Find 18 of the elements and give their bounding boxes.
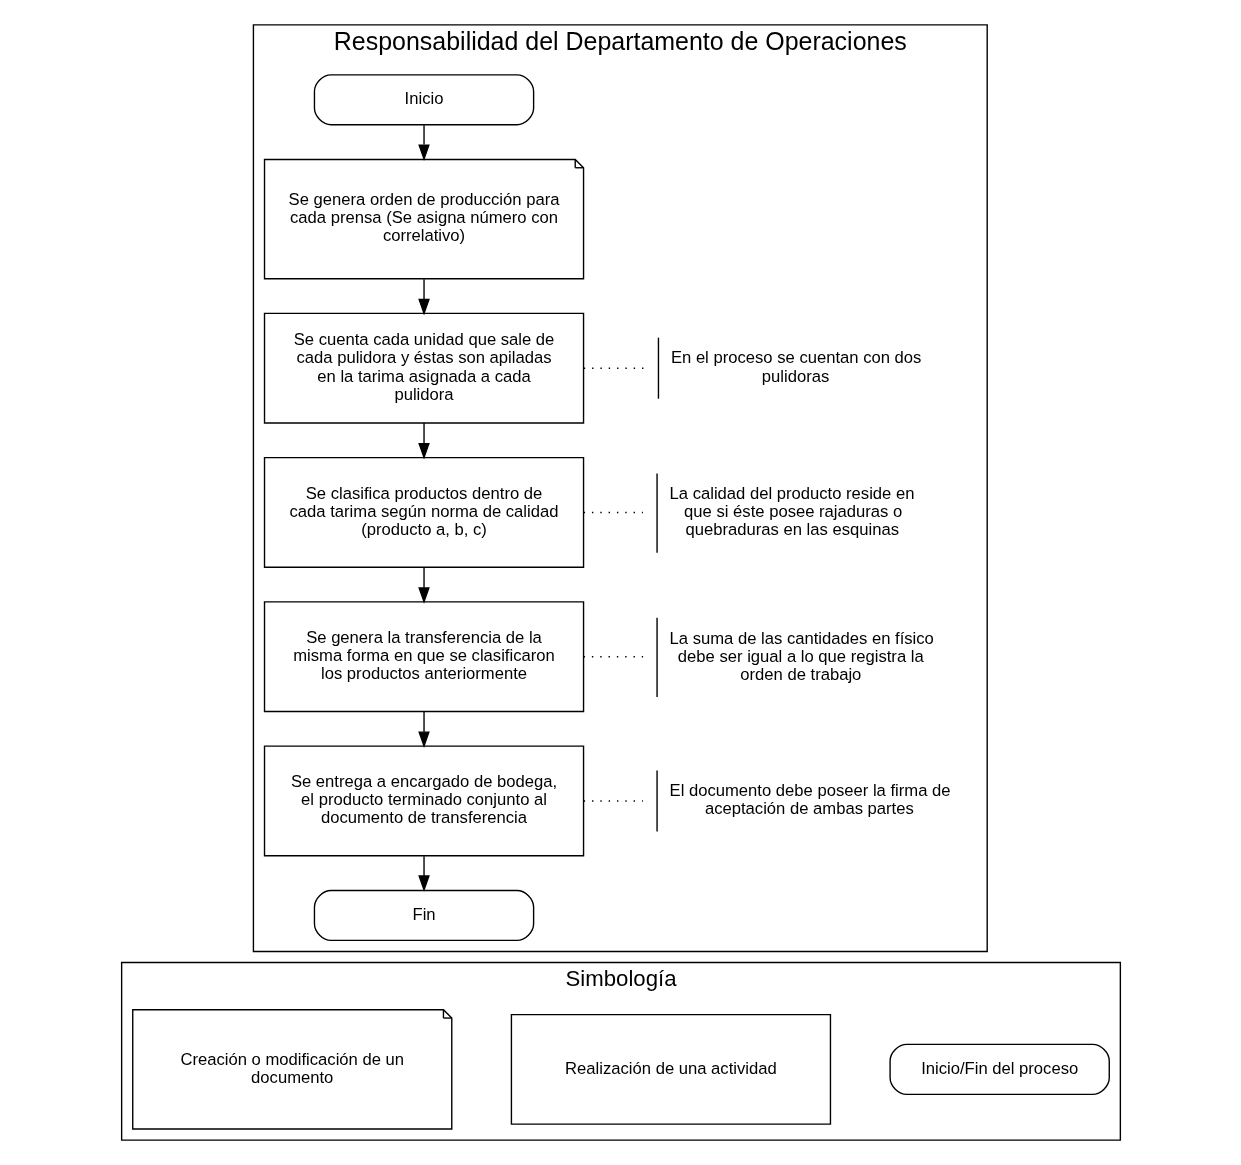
node-box: Realización de una actividad: [510, 1013, 831, 1125]
node-box: Inicio: [313, 74, 534, 126]
arrow: [417, 278, 430, 316]
node-box: Inicio/Fin del proceso: [888, 1043, 1110, 1096]
node-box: Se genera la transferencia de la misma forma en que se clasificaron los productos anteriormente: [263, 601, 584, 713]
node-text: La suma de las cantidades en físico debe ser igual a lo que registra la orden de trabajo: [669, 628, 934, 684]
arrow: [417, 422, 430, 460]
node-box: Se entrega a encargado de bodega, el producto terminado conjunto al documento de transferencia: [263, 745, 584, 857]
node-text: En el proceso se cuentan con dos pulidoras: [670, 348, 921, 386]
node-box: Fin: [313, 889, 534, 942]
node-box: Se cuenta cada unidad que sale de cada pulidora y éstas son apiladas en la tarima asignada a cada pulidora: [263, 312, 584, 424]
node-box: Se clasifica productos dentro de cada tarima según norma de calidad (producto a, b, c): [263, 456, 584, 568]
arrow: [417, 124, 430, 162]
arrow: [417, 566, 430, 604]
arrow: [417, 855, 430, 893]
arrow: [417, 710, 430, 749]
node-text: La calidad del producto reside en que si éste posee rajaduras o quebraduras en las esquinas: [669, 484, 914, 540]
node-text: El documento debe poseer la firma de aceptación de ambas partes: [669, 781, 950, 819]
